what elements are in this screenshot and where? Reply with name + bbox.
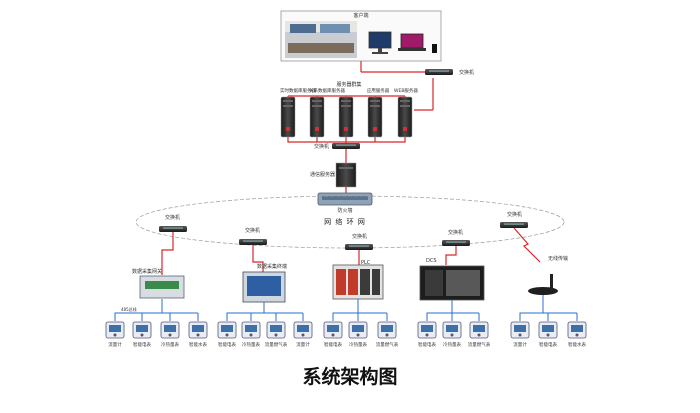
top-switch-label: 交换机 xyxy=(459,69,474,76)
server-5 xyxy=(397,96,413,138)
device-label-1-1: 流量计 xyxy=(108,341,122,348)
device-bus-lines xyxy=(114,295,578,321)
top-switch xyxy=(425,69,453,75)
server-cluster-label: 服务器群集 xyxy=(336,81,361,88)
device-label-1-2: 智能电表 xyxy=(133,341,151,348)
ring-switch-3 xyxy=(345,244,373,250)
device-label-5-3: 智能水表 xyxy=(568,341,586,348)
ring-switch-5 xyxy=(500,222,528,228)
network-ring-label: 网 络 环 网 xyxy=(324,217,366,226)
desktop-pc-icon xyxy=(368,31,392,54)
ring-switch-4 xyxy=(442,240,470,246)
collector-terminal xyxy=(242,271,286,303)
server-label-4: WEB服务器 xyxy=(394,87,418,94)
device-label-1-4: 智能水表 xyxy=(189,341,207,348)
meter-3-3 xyxy=(377,321,397,339)
wireless-router xyxy=(528,274,558,295)
meter-1-1 xyxy=(105,321,125,339)
comm-server-label: 通信服务器 xyxy=(310,171,335,178)
server-4 xyxy=(367,96,383,138)
device-label-4-2: 冷热量表 xyxy=(443,341,461,348)
comm-server xyxy=(335,162,357,188)
device-label-2-2: 冷热量表 xyxy=(242,341,260,348)
ring-switch-5-label: 交换机 xyxy=(507,211,522,218)
collector-gateway-label: 数据采集网关 xyxy=(132,268,162,275)
meter-5-1 xyxy=(510,321,530,339)
ring-switch-1 xyxy=(159,226,187,232)
client-area-label: 客户端 xyxy=(353,12,368,19)
dcs-label: DCS xyxy=(426,258,437,264)
meter-1-3 xyxy=(160,321,180,339)
device-group-3: 智能电表 冷热量表 流量燃气表 xyxy=(323,321,399,348)
device-group-5: 流量计 智能电表 智能水表 xyxy=(510,321,587,348)
device-label-3-2: 冷热量表 xyxy=(349,341,367,348)
meter-2-4 xyxy=(293,321,313,339)
laptop-icon xyxy=(398,33,426,51)
meter-4-3 xyxy=(469,321,489,339)
server-label-3: 应用服务器 xyxy=(367,87,390,94)
ring-switch-4-label: 交换机 xyxy=(448,229,463,236)
collector-gateway xyxy=(139,275,185,299)
ring-switch-3-label: 交换机 xyxy=(352,233,367,240)
server-1 xyxy=(280,96,296,138)
server-label-2: 关系数据库服务器 xyxy=(309,87,345,94)
meter-2-1 xyxy=(217,321,237,339)
meter-3-2 xyxy=(348,321,368,339)
server-3 xyxy=(338,96,354,138)
mid-switch-label: 交换机 xyxy=(314,143,329,150)
meter-5-2 xyxy=(538,321,558,339)
device-group-1: 流量计 智能电表 冷热量表 智能水表 xyxy=(105,321,208,348)
plc-label: PLC xyxy=(361,260,371,266)
meter-1-4 xyxy=(188,321,208,339)
server-label-1: 实时数据库服务器 xyxy=(280,87,316,94)
wireless-label: 无线传输 xyxy=(548,255,568,262)
firewall-device xyxy=(317,192,373,206)
meter-3-1 xyxy=(323,321,343,339)
ring-switch-1-label: 交换机 xyxy=(165,214,180,221)
server-2 xyxy=(309,96,325,138)
meter-1-2 xyxy=(132,321,152,339)
ring-switch-2 xyxy=(239,239,267,245)
device-group-2: 智能电表 冷热量表 流量燃气表 流量计 xyxy=(217,321,313,348)
meter-2-2 xyxy=(241,321,261,339)
collector-terminal-label: 数据采集终端 xyxy=(257,263,287,270)
device-label-2-3: 流量燃气表 xyxy=(265,341,288,348)
mid-switch xyxy=(332,143,360,149)
device-label-1-3: 冷热量表 xyxy=(161,341,179,348)
dcs-cabinet xyxy=(419,265,485,301)
device-label-4-1: 智能电表 xyxy=(418,341,436,348)
bus-port-label: 485总线 xyxy=(121,306,137,312)
plc-cabinet xyxy=(332,264,384,300)
meter-2-3 xyxy=(266,321,286,339)
device-label-2-1: 智能电表 xyxy=(218,341,236,348)
device-label-2-4: 流量计 xyxy=(296,341,310,348)
ring-drops xyxy=(161,232,457,275)
client-switch-link xyxy=(360,61,433,73)
meter-4-2 xyxy=(442,321,462,339)
meter-4-1 xyxy=(417,321,437,339)
diagram-caption: 系统架构图 xyxy=(302,366,398,388)
device-label-3-1: 智能电表 xyxy=(324,341,342,348)
ring-switch-2-label: 交换机 xyxy=(245,227,260,234)
device-label-5-2: 智能电表 xyxy=(539,341,557,348)
phone-icon xyxy=(432,44,437,53)
wireless-link xyxy=(513,227,541,263)
device-label-3-3: 流量燃气表 xyxy=(376,341,399,348)
control-room-photo xyxy=(285,21,357,58)
device-label-5-1: 流量计 xyxy=(513,341,527,348)
firewall-label: 防火墙 xyxy=(337,207,352,214)
device-group-4: 智能电表 冷热量表 流量燃气表 xyxy=(417,321,491,348)
device-label-4-3: 流量燃气表 xyxy=(468,341,491,348)
meter-5-3 xyxy=(567,321,587,339)
